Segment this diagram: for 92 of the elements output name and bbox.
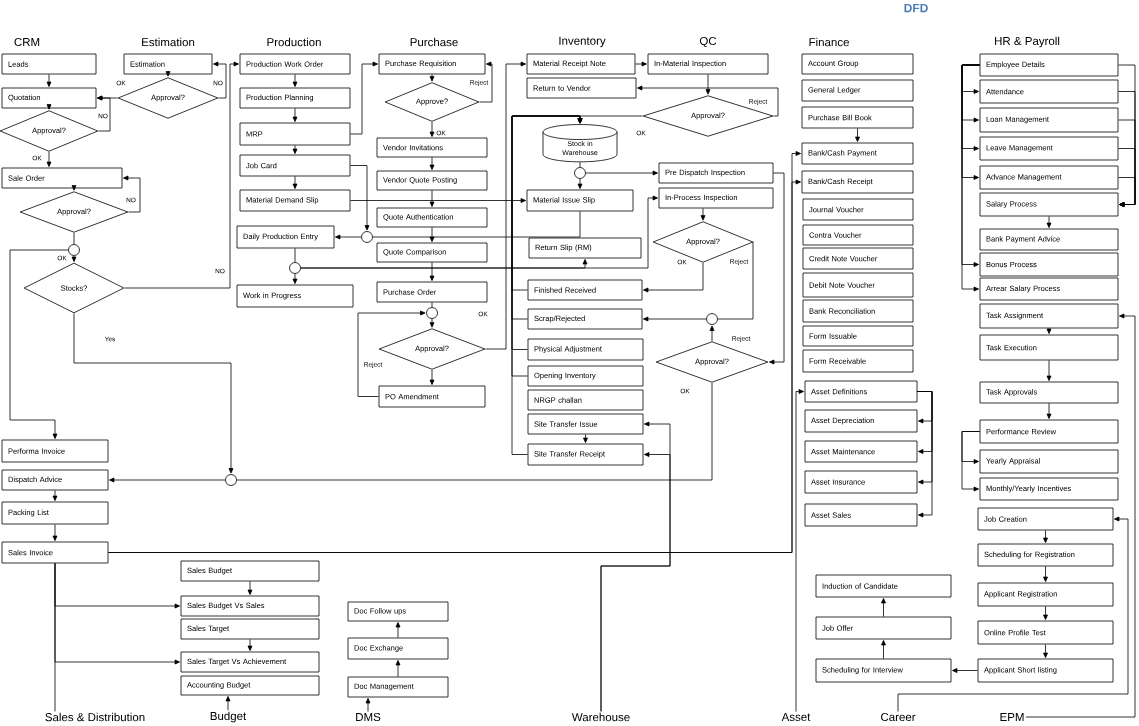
module-label: Career <box>881 712 916 722</box>
connector-arrow <box>479 61 493 103</box>
connector-arrow <box>1046 216 1052 228</box>
connector-arrow <box>709 325 715 342</box>
connector-arrow <box>350 198 526 203</box>
connector-arrow <box>350 61 378 135</box>
connector-arrow <box>123 175 141 213</box>
connector-line <box>431 302 433 308</box>
section-heading: Estimation <box>142 37 195 47</box>
connector-arrow <box>795 389 804 712</box>
connector-arrow <box>395 660 401 677</box>
connector-arrow <box>897 516 1129 712</box>
connector-arrow <box>213 61 227 99</box>
connector-arrow <box>54 563 180 665</box>
connector-arrow <box>1046 403 1052 419</box>
connector-arrow <box>1043 566 1048 582</box>
module-label: Asset <box>781 713 811 721</box>
connector-arrow <box>1043 530 1048 543</box>
connector-arrow <box>395 622 401 638</box>
connector-arrow <box>97 95 118 101</box>
connector-line <box>372 211 581 238</box>
connector-arrow <box>247 581 253 595</box>
section-heading: Inventory <box>559 36 606 48</box>
connector-arrow <box>643 316 707 322</box>
connector-arrow <box>1043 606 1048 620</box>
connector-arrow <box>583 434 588 443</box>
connector-arrow <box>1025 313 1136 718</box>
module-label: Budget <box>210 711 247 723</box>
connector-arrow <box>429 190 435 207</box>
connector-arrow <box>643 262 704 293</box>
connector-arrow <box>700 208 706 221</box>
connector-arrow <box>585 170 658 176</box>
connector-arrow <box>71 255 77 262</box>
connector-line <box>294 248 296 263</box>
connector-arrow <box>429 157 435 170</box>
connector-arrow <box>637 85 779 117</box>
connector-arrow <box>1046 360 1052 381</box>
connector-arrow <box>124 61 239 289</box>
connector-arrow <box>300 259 588 269</box>
connector-arrow <box>881 598 886 617</box>
connector-arrow <box>485 61 526 350</box>
connector-arrow <box>350 165 370 231</box>
connector-arrow <box>225 696 231 711</box>
connector-arrow <box>917 391 933 518</box>
connector-arrow <box>52 490 58 501</box>
connector-arrow <box>429 227 435 242</box>
connector-arrow <box>511 115 583 455</box>
diagram-title: DFD <box>904 3 928 13</box>
connector-arrow <box>705 74 711 95</box>
connector-arrow <box>109 477 226 483</box>
section-heading: Finance <box>809 37 849 47</box>
connector-arrow <box>9 249 69 439</box>
connector-arrow <box>769 172 785 365</box>
module-label: EPM <box>1000 713 1024 721</box>
connector-arrow <box>635 61 647 67</box>
connector-arrow <box>292 145 298 154</box>
connector-line <box>73 232 75 245</box>
connector-line <box>579 161 581 168</box>
module-label: DMS <box>356 712 381 722</box>
connector-arrow <box>357 310 426 397</box>
connector-arrow <box>961 431 980 492</box>
connector-arrow <box>429 121 435 137</box>
connector-arrow <box>46 151 52 167</box>
connector-arrow <box>881 640 886 659</box>
section-heading: HR & Payroll <box>995 36 1060 48</box>
connector-arrow <box>292 108 298 122</box>
connector-arrow <box>365 698 371 712</box>
connector-arrow <box>71 185 77 191</box>
connector-arrow <box>247 639 253 651</box>
connector-arrow <box>52 524 58 541</box>
connector-arrow <box>292 74 298 87</box>
connector-arrow <box>73 313 234 474</box>
connector-arrow <box>46 74 52 87</box>
connector-arrow <box>429 369 435 385</box>
connector-line <box>236 382 713 481</box>
connector-arrow <box>952 668 978 673</box>
connector-arrow <box>292 176 298 189</box>
connector-arrow <box>46 104 52 110</box>
connector-arrow <box>429 318 435 328</box>
connector-arrow <box>1046 328 1052 334</box>
connector-arrow <box>429 74 435 82</box>
connector-arrow <box>1118 177 1136 207</box>
module-label: Sales & Distribution <box>45 712 145 722</box>
connector-line <box>717 241 754 320</box>
connector-arrow <box>292 273 298 284</box>
connector-arrow <box>855 128 860 142</box>
connector-arrow <box>165 71 171 77</box>
connector-arrow <box>577 178 583 189</box>
connector-arrow <box>335 234 362 240</box>
module-label: Warehouse <box>571 712 630 722</box>
connector-arrow <box>429 262 435 281</box>
connector-arrow <box>1043 644 1048 658</box>
